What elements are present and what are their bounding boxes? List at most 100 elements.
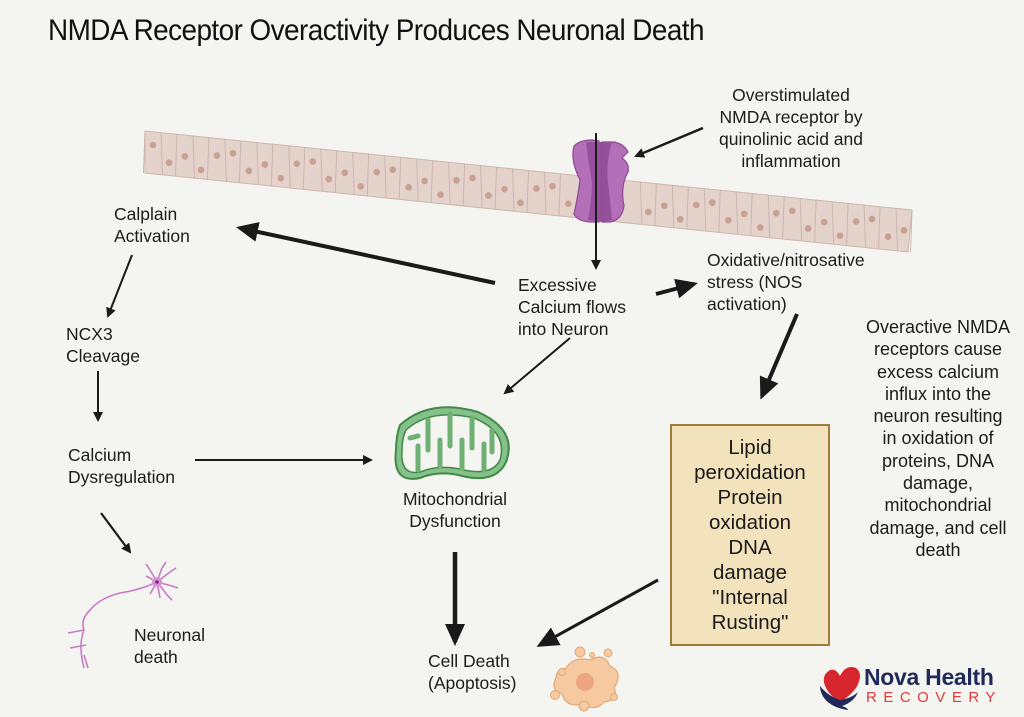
cell-border bbox=[224, 139, 227, 182]
cell-border bbox=[175, 134, 178, 177]
apoptotic-cell-icon bbox=[550, 646, 619, 712]
arrows bbox=[93, 126, 799, 647]
cell-nucleus bbox=[756, 224, 764, 231]
neuronal-death-label: Neuronal death bbox=[134, 625, 206, 667]
cell-nucleus bbox=[165, 159, 173, 166]
cell-border bbox=[512, 168, 515, 211]
cell-border bbox=[302, 147, 306, 190]
cell-border bbox=[494, 167, 497, 210]
cell-nucleus bbox=[405, 184, 412, 191]
cell-border bbox=[895, 208, 898, 251]
cell-border bbox=[654, 183, 657, 226]
mitochondrion-icon bbox=[394, 406, 510, 480]
cell-border bbox=[846, 203, 849, 246]
cell-border bbox=[270, 144, 274, 187]
cell-border bbox=[206, 137, 210, 180]
arrow-to-mitochondria bbox=[503, 337, 571, 395]
damage-line: oxidation bbox=[708, 511, 792, 534]
cell-nucleus bbox=[517, 199, 524, 207]
arrow-to-oxidative bbox=[655, 278, 698, 299]
cell-nucleus bbox=[229, 149, 237, 157]
cell-nucleus bbox=[772, 209, 780, 217]
cell-death-label: Cell Death (Apoptosis) bbox=[428, 651, 517, 693]
nova-health-logo: Nova Health RECOVERY bbox=[818, 662, 1018, 710]
cell-border bbox=[878, 206, 881, 249]
damage-line: Rusting" bbox=[711, 611, 789, 634]
cell-nucleus bbox=[852, 218, 860, 225]
cell-border bbox=[735, 191, 739, 234]
mitochondrial-dysfunction-label: Mitochondrial Dysfunction bbox=[402, 489, 508, 531]
nmda-receptor-icon bbox=[572, 139, 629, 223]
cell-border bbox=[831, 201, 835, 244]
cell-nucleus bbox=[325, 175, 333, 183]
cell-nucleus bbox=[213, 152, 221, 159]
page-title: NMDA Receptor Overactivity Produces Neur… bbox=[48, 14, 704, 47]
cell-nucleus bbox=[836, 232, 844, 240]
cell-nucleus bbox=[868, 215, 876, 223]
cell-nucleus bbox=[692, 201, 700, 209]
cell-border bbox=[558, 173, 561, 216]
cell-nucleus bbox=[357, 183, 365, 190]
cell-nucleus bbox=[341, 169, 349, 177]
arrow-dysregulation-neuron bbox=[100, 512, 132, 554]
cell-border bbox=[767, 195, 771, 238]
cell-nucleus bbox=[820, 218, 828, 226]
cell-nucleus bbox=[453, 176, 460, 184]
cell-border bbox=[448, 162, 451, 205]
cell-nucleus bbox=[277, 174, 285, 182]
cell-border bbox=[352, 152, 355, 195]
cell-nucleus bbox=[389, 166, 396, 173]
cell-border bbox=[718, 190, 721, 233]
cell-border bbox=[430, 160, 434, 203]
logo-name: Nova Health bbox=[864, 664, 994, 690]
receptor-note: Overstimulated NMDA receptor by quinolin… bbox=[719, 85, 863, 171]
cell-border bbox=[288, 145, 291, 188]
calplain-activation-label: Calplain Activation bbox=[114, 204, 190, 246]
cell-border bbox=[782, 196, 785, 239]
cell-nucleus bbox=[293, 160, 301, 168]
cell-nucleus bbox=[485, 192, 492, 199]
damage-line: Protein bbox=[717, 486, 783, 509]
heart-hand-logo-icon bbox=[820, 667, 860, 710]
cell-border bbox=[334, 150, 338, 193]
cell-border bbox=[462, 163, 466, 206]
cell-border bbox=[366, 154, 370, 197]
cell-nucleus bbox=[708, 199, 716, 206]
neuron-icon bbox=[67, 561, 179, 669]
cell-nucleus bbox=[645, 208, 652, 216]
damage-line: "Internal bbox=[712, 586, 788, 609]
cell-border bbox=[863, 205, 867, 248]
cell-border bbox=[256, 142, 259, 185]
arrow-to-calplain bbox=[236, 222, 496, 285]
oxidative-damage-box: Lipid peroxidation Protein oxidation DNA… bbox=[670, 424, 830, 646]
logo-subtitle: RECOVERY bbox=[866, 689, 1002, 706]
cell-nucleus bbox=[437, 191, 444, 198]
cell-border bbox=[544, 172, 547, 215]
cell-border bbox=[398, 157, 402, 200]
cell-border bbox=[238, 140, 242, 183]
cell-nucleus bbox=[469, 174, 476, 182]
cell-border bbox=[814, 200, 817, 243]
cell-nucleus bbox=[309, 158, 317, 165]
cell-nucleus bbox=[181, 152, 189, 160]
cell-nucleus bbox=[197, 166, 205, 174]
cell-nucleus bbox=[788, 207, 796, 215]
cell-nucleus bbox=[740, 210, 748, 218]
cell-border bbox=[480, 165, 483, 208]
cell-border bbox=[703, 188, 707, 231]
cell-border bbox=[639, 182, 643, 225]
cell-nucleus bbox=[900, 227, 908, 234]
cell-nucleus bbox=[245, 167, 253, 175]
cell-nucleus bbox=[884, 233, 892, 241]
arrow-box-celldeath bbox=[536, 578, 659, 647]
calcium-dysregulation-label: Calcium Dysregulation bbox=[68, 445, 175, 487]
cell-border bbox=[671, 185, 675, 228]
cell-nucleus bbox=[565, 200, 572, 208]
ncx3-cleavage-label: NCX3 Cleavage bbox=[66, 324, 140, 366]
cell-nucleus bbox=[661, 202, 668, 209]
summary-text: Overactive NMDA receptors cause excess c… bbox=[865, 317, 1011, 560]
cell-nucleus bbox=[724, 216, 732, 224]
cell-nucleus bbox=[373, 168, 380, 176]
cell-border bbox=[526, 170, 529, 213]
